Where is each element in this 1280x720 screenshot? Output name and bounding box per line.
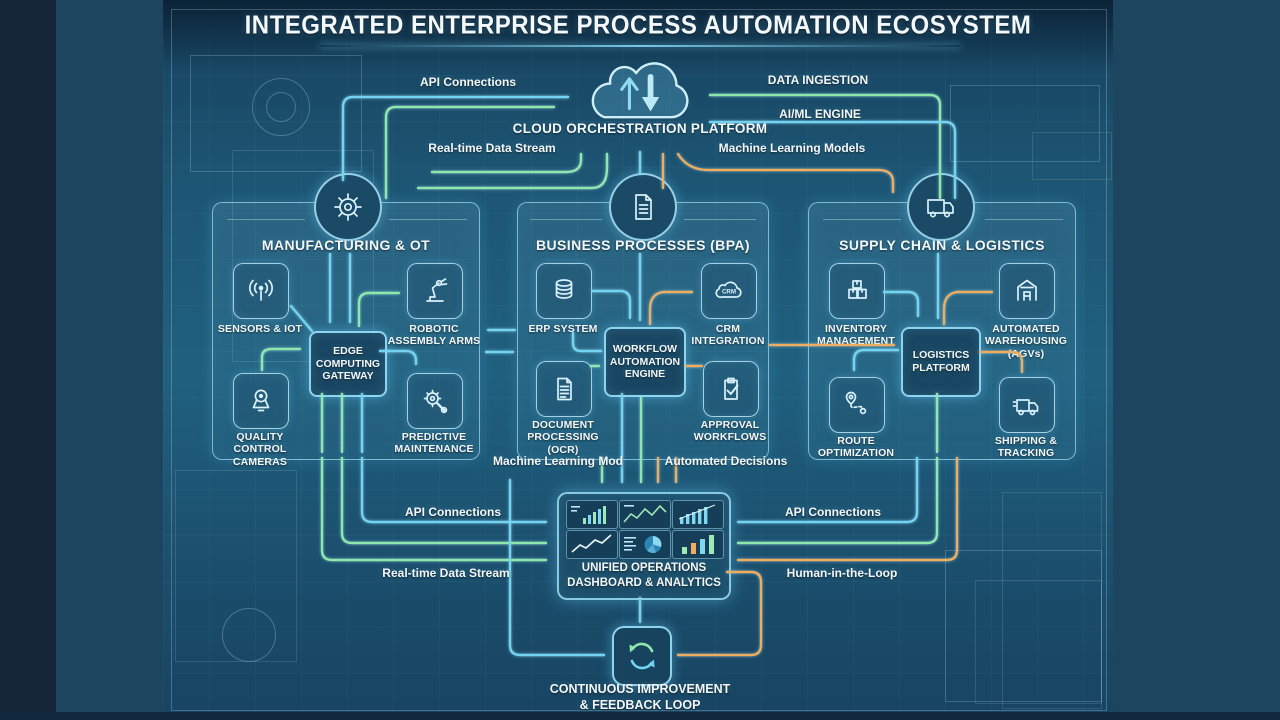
label-ml-mod: Machine Learning Mod <box>492 454 624 468</box>
label-realtime-top: Real-time Data Stream <box>428 141 556 155</box>
section-manufacturing: MANUFACTURING & OT EDGE COMPUTING GATEWA… <box>212 173 481 468</box>
route-pin-icon <box>829 377 885 433</box>
circuit-trace <box>985 219 1063 220</box>
blueprint-decoration-circle <box>252 78 310 136</box>
circuit-trace <box>530 219 602 220</box>
feedback-loop-node <box>612 626 672 686</box>
right-band <box>1113 0 1280 720</box>
gear-wrench-icon <box>407 373 463 429</box>
circuit-trace <box>684 219 756 220</box>
bar-trend-chart <box>672 500 724 529</box>
hub-workflow-automation-engine: WORKFLOW AUTOMATION ENGINE <box>604 327 686 397</box>
section-title: SUPPLY CHAIN & LOGISTICS <box>839 237 1045 253</box>
document-lines-icon <box>536 361 592 417</box>
dashboard-title-line2: DASHBOARD & ANALYTICS <box>567 576 721 589</box>
feedback-label-line1: CONTINUOUS IMPROVEMENT <box>549 682 731 696</box>
blueprint-decoration-circle <box>222 608 276 662</box>
robotic-arm-icon <box>407 263 463 319</box>
blueprint-decoration <box>945 550 1102 702</box>
section-title: BUSINESS PROCESSES (BPA) <box>536 237 750 253</box>
page-title: INTEGRATED ENTERPRISE PROCESS AUTOMATION… <box>244 11 1032 40</box>
section-business-processes: BUSINESS PROCESSES (BPA) CRM WORKFLOW AU… <box>517 173 769 460</box>
database-icon <box>536 263 592 319</box>
node-label-document-processing: DOCUMENT PROCESSING (OCR) <box>527 419 599 456</box>
feedback-label-line2: & FEEDBACK LOOP <box>579 697 701 712</box>
blueprint-decoration <box>1002 492 1102 709</box>
pie-chart <box>619 530 671 559</box>
blueprint-decoration <box>175 470 297 662</box>
title-shade <box>163 0 1113 70</box>
crm-icon-text: CRM <box>722 289 736 296</box>
warehouse-icon <box>999 263 1055 319</box>
blueprint-decoration <box>232 150 374 362</box>
node-label-approval-workflows: APPROVAL WORKFLOWS <box>693 419 767 444</box>
node-label-quality-cameras: QUALITY CONTROL CAMERAS <box>232 431 288 468</box>
section-title: MANUFACTURING & OT <box>261 237 431 253</box>
dashboard-title-line1: UNIFIED OPERATIONS <box>581 562 707 574</box>
unified-operations-dashboard: UNIFIED OPERATIONS DASHBOARD & ANALYTICS <box>557 492 731 600</box>
label-data-ingestion: DATA INGESTION <box>767 73 869 87</box>
node-label-shipping-tracking: SHIPPING & TRACKING <box>994 435 1058 460</box>
gear-icon <box>314 173 382 241</box>
refresh-loop-icon <box>629 642 655 670</box>
circuit-trace <box>389 219 467 220</box>
section-supply-chain: SUPPLY CHAIN & LOGISTICS LOGISTICS PLATF… <box>808 173 1076 460</box>
node-label-warehousing: AUTOMATED WAREHOUSING (AGVs) <box>984 323 1068 360</box>
label-api-connections-right: API Connections <box>784 505 882 519</box>
hub-label: EDGE COMPUTING GATEWAY <box>315 345 381 383</box>
hub-edge-computing-gateway: EDGE COMPUTING GATEWAY <box>309 331 387 397</box>
document-icon <box>609 173 677 241</box>
title-underline <box>320 45 960 47</box>
label-realtime-bottom: Real-time Data Stream <box>382 566 510 580</box>
label-ml-models: Machine Learning Models <box>718 141 866 155</box>
label-api-connections-top: API Connections <box>419 75 517 89</box>
hub-label: WORKFLOW AUTOMATION ENGINE <box>609 343 681 381</box>
hub-label: LOGISTICS PLATFORM <box>912 349 970 374</box>
blueprint-frame <box>171 9 1107 711</box>
trend-line-chart <box>566 530 618 559</box>
truck-icon <box>907 173 975 241</box>
node-label-inventory: INVENTORY MANAGEMENT <box>817 323 895 348</box>
hub-logistics-platform: LOGISTICS PLATFORM <box>901 327 981 397</box>
delivery-truck-icon <box>999 377 1055 433</box>
blueprint-decoration-circle <box>266 92 296 122</box>
camera-icon <box>233 373 289 429</box>
cloud-sync-icon <box>565 50 715 122</box>
left-band <box>56 0 163 720</box>
label-api-connections-left: API Connections <box>404 505 502 519</box>
iot-sensor-icon <box>233 263 289 319</box>
bar-chart <box>566 500 618 529</box>
left-dark-band <box>0 0 56 720</box>
clipboard-check-icon <box>703 361 759 417</box>
blueprint-decoration <box>1032 132 1112 180</box>
node-label-predictive-maintenance: PREDICTIVE MAINTENANCE <box>394 431 474 456</box>
bottom-band <box>0 712 1280 720</box>
crm-cloud-icon: CRM <box>701 263 757 319</box>
node-label-route-optimization: ROUTE OPTIMIZATION <box>817 435 895 460</box>
node-label-crm: CRM INTEGRATION <box>691 323 765 348</box>
inventory-boxes-icon <box>829 263 885 319</box>
node-label-sensors-iot: SENSORS & IOT <box>217 323 303 335</box>
cloud-platform-label: CLOUD ORCHESTRATION PLATFORM <box>512 121 768 136</box>
label-ai-ml-engine: AI/ML ENGINE <box>779 107 861 121</box>
node-label-erp: ERP SYSTEM <box>528 323 598 335</box>
circuit-trace <box>823 219 901 220</box>
circuit-trace <box>227 219 305 220</box>
label-automated-decisions: Automated Decisions <box>664 454 788 468</box>
column-chart <box>672 530 724 559</box>
line-chart <box>619 500 671 529</box>
label-human-in-loop: Human-in-the-Loop <box>786 566 898 580</box>
blueprint-decoration <box>975 580 1102 704</box>
node-label-robotic-arms: ROBOTIC ASSEMBLY ARMS <box>387 323 481 348</box>
